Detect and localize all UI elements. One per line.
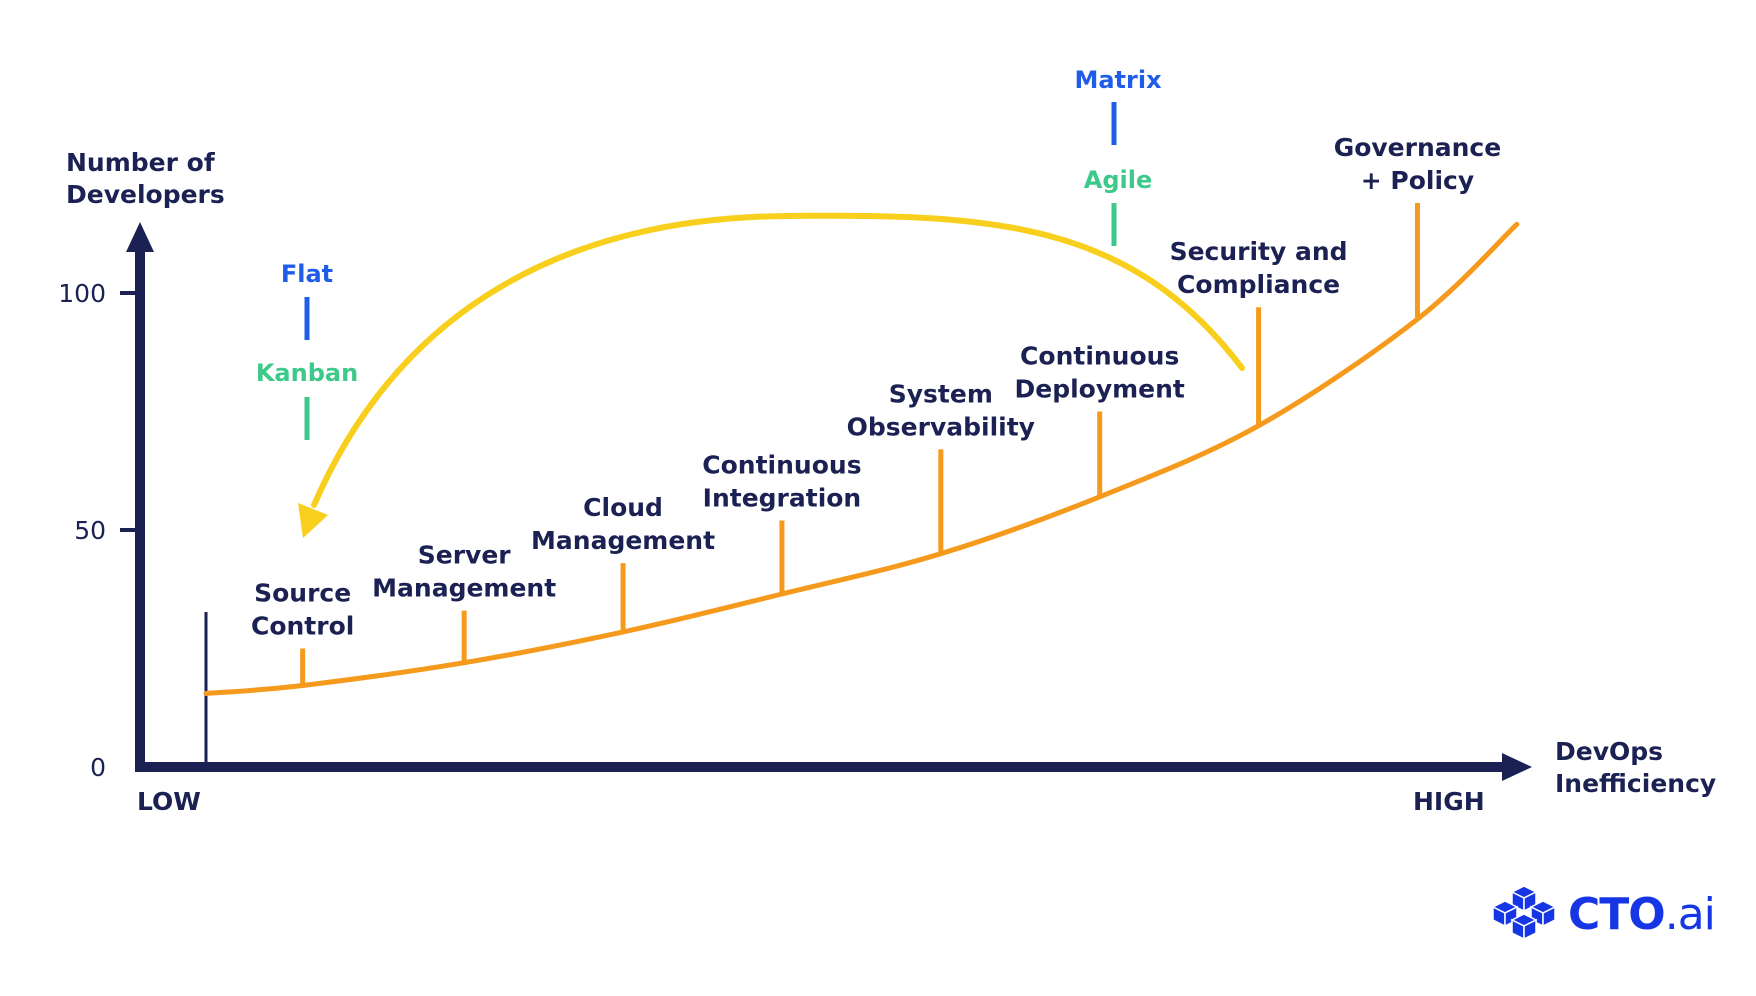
- structure-matrix-label: Matrix: [1074, 66, 1162, 94]
- y-tick-0: 0: [90, 753, 106, 782]
- annotation-label-line: Cloud: [583, 493, 663, 522]
- annotation-label: Governance + Policy: [1334, 133, 1502, 195]
- y-tick-label-50: 50: [74, 516, 106, 545]
- y-axis-arrowhead: [126, 222, 154, 252]
- y-tick-label-0: 0: [90, 753, 106, 782]
- annotation-label-line: Observability: [847, 412, 1035, 441]
- annotation-label-line: Server: [418, 541, 512, 570]
- annotation-label-line: Continuous: [1020, 342, 1179, 371]
- annotation-label-line: Integration: [703, 484, 862, 513]
- annotation-label-line: Governance: [1334, 133, 1502, 162]
- y-tick-100: 100: [58, 279, 140, 308]
- x-axis-label-line-2: Inefficiency: [1555, 769, 1716, 798]
- annotation-label-line: Deployment: [1014, 375, 1184, 404]
- annotation-label-line: Management: [531, 526, 715, 555]
- annotation-label-line: Continuous: [702, 451, 861, 480]
- brand-suffix: .ai: [1664, 889, 1716, 940]
- feedback-arrow: [311, 212, 1245, 508]
- cubes-icon: [1490, 884, 1558, 945]
- annotation-label-line: Source: [254, 579, 351, 608]
- y-tick-50: 50: [74, 516, 140, 545]
- y-axis-label-line-2: Developers: [66, 180, 225, 209]
- y-tick-label-100: 100: [58, 279, 106, 308]
- x-axis-low-label: LOW: [137, 787, 201, 816]
- structure-flat-label: Flat: [281, 260, 333, 288]
- structures-high: Matrix Agile: [1074, 66, 1162, 246]
- annotation-label-line: Control: [251, 612, 354, 641]
- annotation-label-line: Compliance: [1177, 270, 1340, 299]
- brand-logo: CTO.ai: [1490, 884, 1716, 945]
- y-axis-label-line-1: Number of: [66, 148, 216, 177]
- x-axis-high-label: HIGH: [1413, 787, 1485, 816]
- x-axis-label: DevOps Inefficiency: [1555, 737, 1716, 798]
- y-axis-label: Number of Developers: [66, 148, 225, 209]
- x-axis-arrowhead: [1502, 753, 1532, 781]
- annotation-label-line: Management: [372, 574, 556, 603]
- annotation-label-line: + Policy: [1361, 166, 1474, 195]
- feedback-arrow-head: [298, 503, 328, 538]
- brand-wordmark: CTO.ai: [1568, 889, 1716, 940]
- structures-low: Flat Kanban: [256, 260, 358, 440]
- series-layer: [203, 221, 1520, 696]
- x-axis-label-line-1: DevOps: [1555, 737, 1663, 766]
- series-line: [203, 221, 1520, 696]
- annotation-label-line: System: [889, 379, 993, 408]
- annotation-7: Governance + Policy: [1334, 133, 1502, 320]
- brand-name: CTO: [1568, 889, 1666, 940]
- structure-kanban-label: Kanban: [256, 359, 358, 387]
- annotation-label-line: Security and: [1170, 237, 1348, 266]
- structure-agile-label: Agile: [1084, 166, 1152, 194]
